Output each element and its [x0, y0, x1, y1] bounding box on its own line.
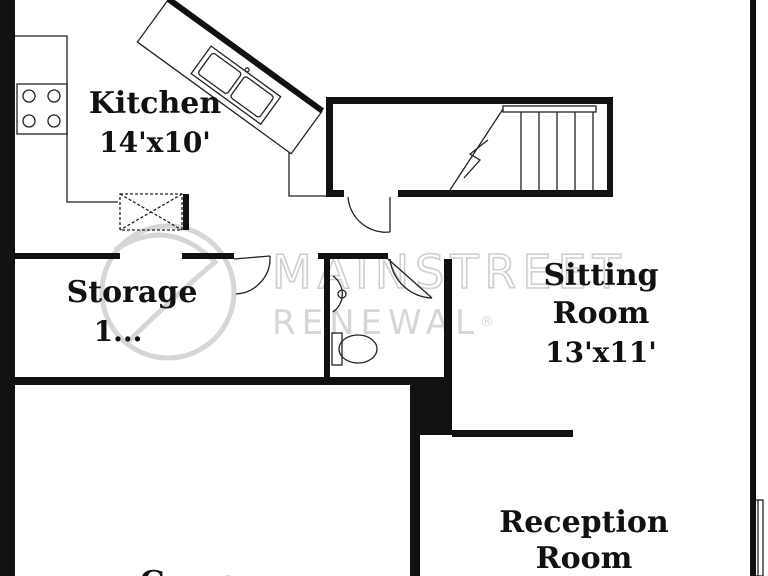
kitchen-fixtures [15, 0, 326, 231]
stair-arrow-icon [463, 139, 489, 179]
watermark-registered: ® [480, 314, 500, 330]
wall-kitchen-stub [183, 194, 189, 230]
reception-name: Reception [499, 505, 669, 540]
wall-storage-top [15, 253, 120, 259]
stove-icon [16, 83, 68, 135]
wall-stair-top [326, 97, 612, 104]
wall-stair-bottom-left [326, 190, 344, 197]
watermark-swoosh-icon [113, 232, 219, 347]
bath-fixtures [331, 275, 378, 366]
wall-garage-right [410, 383, 420, 576]
storage-size: 1... [94, 315, 143, 348]
wall-bath-top [318, 253, 388, 259]
door-swing-icon [347, 196, 391, 233]
room-labels: Kitchen 14'x10' Storage 1... Sitting Roo… [67, 86, 669, 576]
wall-storage-bottom [15, 377, 447, 385]
toilet-icon [331, 332, 378, 366]
sitting-line2: Room [553, 296, 650, 331]
sitting-name: Sitting [544, 258, 659, 293]
storage-name: Storage [67, 275, 198, 310]
sink-icon [190, 45, 282, 126]
kitchen-size: 14'x10' [99, 126, 211, 159]
wall-reception-top [452, 430, 573, 437]
cabinet-x-icon [119, 193, 183, 231]
door-storage [233, 255, 271, 295]
wall-right-outer [750, 0, 756, 576]
wall-bath-right [444, 259, 452, 384]
garage-name: Garage [140, 565, 260, 576]
reception-line2: Room [536, 541, 633, 576]
wall-left-outer [0, 0, 15, 576]
kitchen-counter-angled [136, 0, 325, 155]
kitchen-name: Kitchen [89, 86, 221, 121]
wall-stair-right [607, 97, 613, 197]
window [752, 499, 764, 576]
wall-storage-right [324, 253, 330, 383]
bathroom-sink-icon [332, 275, 347, 313]
sitting-size: 13'x11' [545, 336, 657, 369]
wall-pillar [418, 383, 452, 435]
watermark-sub: RENEWAL® [272, 303, 500, 343]
watermark-logo-icon [99, 223, 237, 361]
doors [233, 196, 433, 299]
staircase-icon [449, 105, 597, 191]
wall-stair-left [326, 97, 333, 197]
wall-storage-top-mid [182, 253, 234, 259]
door-bath [387, 258, 433, 299]
wall-stair-bottom-right [398, 190, 613, 197]
